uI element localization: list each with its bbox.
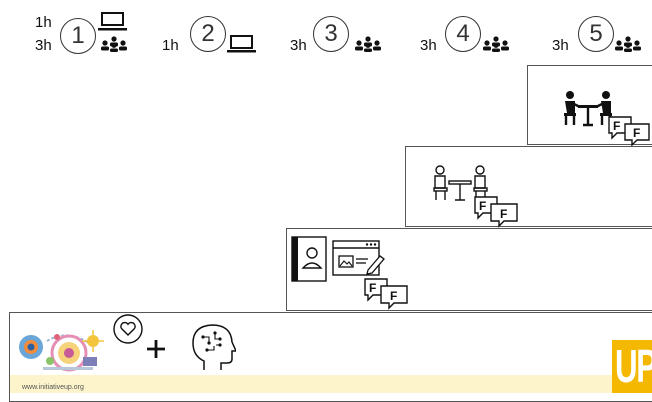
- group-icon: [614, 36, 642, 52]
- feedback-bubbles-icon: F F: [474, 196, 522, 228]
- up-logo: UP!: [612, 340, 652, 393]
- step-1-hours-top: 1h: [35, 14, 52, 32]
- process-illustration: [17, 327, 109, 373]
- footer-band: [10, 375, 652, 393]
- step-4-number: 4: [445, 16, 481, 52]
- feedback-bubbles-icon: F F: [608, 116, 652, 146]
- svg-text:F: F: [390, 289, 397, 303]
- svg-text:F: F: [479, 199, 486, 213]
- heart-icon: [113, 314, 143, 344]
- footer-url: www.initiativeup.org: [22, 384, 84, 391]
- plus-icon: [145, 338, 167, 360]
- group-icon: [100, 36, 128, 52]
- step-3-hours: 3h: [290, 37, 307, 55]
- step-2-number: 2: [190, 16, 226, 52]
- group-icon: [354, 36, 382, 52]
- svg-text:F: F: [500, 207, 507, 221]
- step-5-number: 5: [578, 16, 614, 52]
- profile-card-icon: [291, 236, 327, 282]
- ai-head-icon: [190, 323, 236, 373]
- step-5-hours: 3h: [552, 37, 569, 55]
- step-2-hours: 1h: [162, 37, 179, 55]
- up-logo-text: UP!: [615, 340, 652, 392]
- step-3-number: 3: [313, 16, 349, 52]
- group-icon: [482, 36, 510, 52]
- step-4-hours: 3h: [420, 37, 437, 55]
- svg-text:F: F: [633, 126, 640, 140]
- step-1-hours-bottom: 3h: [35, 37, 52, 55]
- laptop-icon: [227, 35, 257, 55]
- svg-text:F: F: [613, 119, 620, 133]
- svg-text:F: F: [369, 281, 376, 295]
- laptop-icon: [98, 12, 128, 32]
- feedback-bubbles-icon: F F: [364, 278, 412, 310]
- meeting-filled-icon: [562, 90, 614, 128]
- web-editor-icon: [332, 240, 386, 280]
- step-1-number: 1: [60, 18, 96, 54]
